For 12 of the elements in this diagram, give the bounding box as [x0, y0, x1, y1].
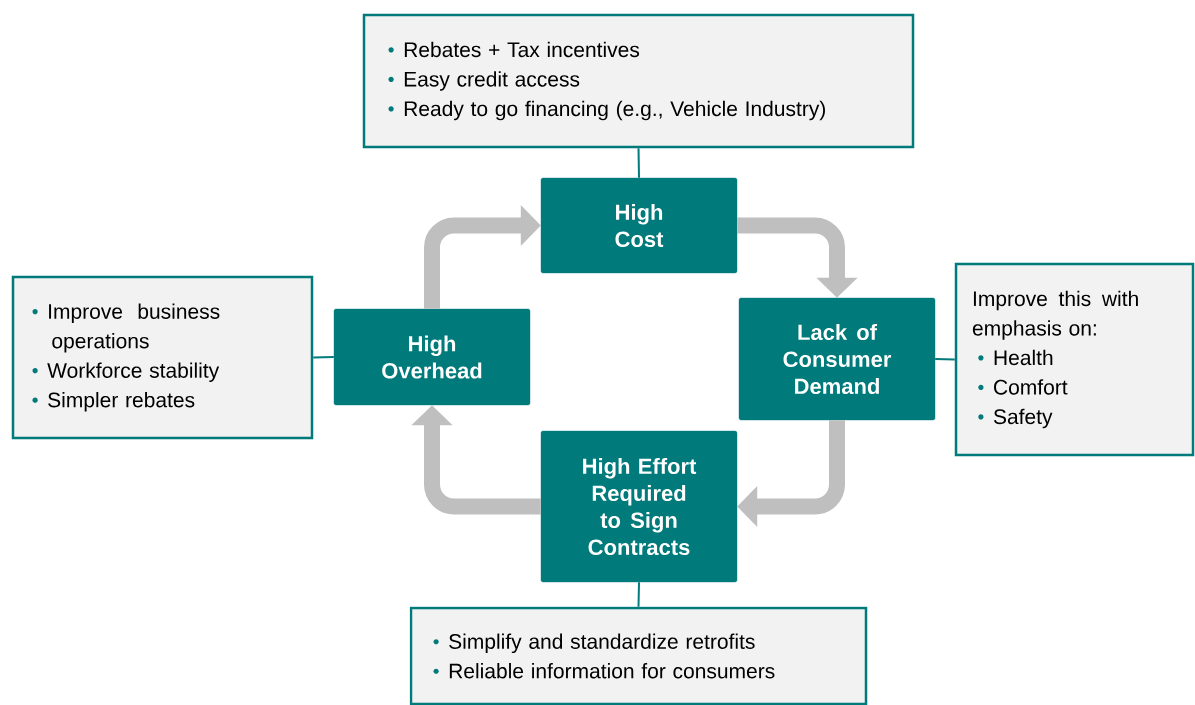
cause-box: High Cost — [540, 177, 738, 274]
cause-box: Lack of Consumer Demand — [738, 297, 936, 421]
connector-line — [934, 358, 956, 361]
connector-line — [312, 356, 335, 359]
connector-line — [637, 581, 640, 608]
callout-box: Rebates + Tax incentives Easy credit access Ready to go financing (e.g., Vehicle Industry) — [362, 13, 915, 149]
callout-box: Simplify and standardize retrofits Reliable information for consumers — [409, 606, 868, 705]
connector-line — [637, 147, 640, 179]
callout-box: Improve business operations Workforce stability Simpler rebates — [11, 275, 314, 440]
cause-box: High Overhead — [333, 308, 531, 406]
callout-box: Improve this with emphasis on: Health Comfort Safety — [954, 262, 1195, 457]
cause-box: High Effort Required to Sign Contracts — [540, 430, 738, 583]
